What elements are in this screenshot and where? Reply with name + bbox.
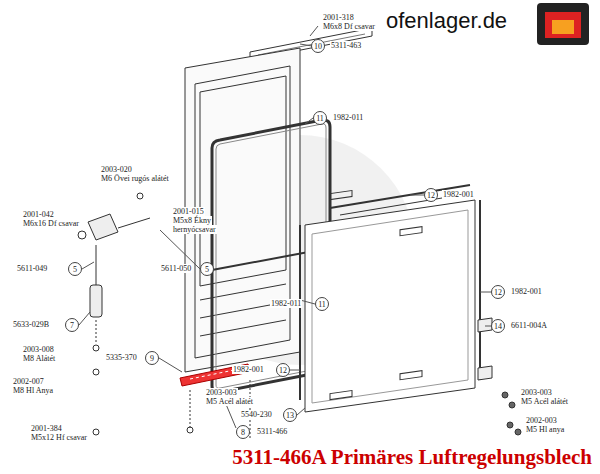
part-label: 2003-003 [205, 388, 238, 397]
part-label: M5 Hl anya [525, 425, 565, 434]
part-label: 2003-008 [22, 345, 55, 354]
part-label: 1982-001 [442, 190, 475, 199]
part-label: 5611-049 [16, 264, 48, 273]
part-label: 2001-318 [322, 13, 355, 22]
part-label: 1982-011 [332, 113, 364, 122]
callout-number: 14 [494, 322, 502, 331]
part-label: M5x8 Ékny [172, 216, 212, 225]
callout-number: 8 [241, 428, 245, 437]
callout-circle: 7 [65, 318, 79, 332]
part-label: hernyócsavar [172, 225, 217, 234]
callout-circle: 12 [491, 285, 505, 299]
logo-icon [537, 3, 589, 45]
callout-number: 5 [73, 265, 77, 274]
callout-circle: 5 [68, 262, 82, 276]
callout-number: 7 [70, 321, 74, 330]
callout-circle: 12 [276, 363, 290, 377]
part-label: 2001-042 [22, 210, 55, 219]
part-label: 5611-050 [160, 264, 192, 273]
part-label: 2001-384 [30, 424, 63, 433]
callout-number: 13 [286, 411, 294, 420]
callout-number: 12 [279, 366, 287, 375]
part-label: M6x8 Df csavar [322, 22, 376, 31]
part-label: M6x16 Df csavar [22, 219, 80, 228]
callout-number: 5 [205, 265, 209, 274]
callout-number: 12 [427, 191, 435, 200]
callout-circle: 8 [236, 425, 250, 439]
callout-circle: 14 [491, 319, 505, 333]
part-label: M5x12 Hf csavar [30, 433, 88, 442]
callout-number: 9 [150, 354, 154, 363]
callout-circle: 11 [315, 297, 329, 311]
part-label: 5335-370 [105, 353, 138, 362]
callout-number: 11 [318, 300, 326, 309]
part-label: 1982-001 [232, 365, 265, 374]
part-label: 5540-230 [240, 410, 273, 419]
callout-number: 10 [314, 42, 322, 51]
callout-circle: 13 [283, 408, 297, 422]
logo-text: ofenlager.de [385, 8, 508, 34]
part-label: 6611-004A [510, 321, 548, 330]
part-label: 1982-001 [510, 287, 543, 296]
part-label: 1982-011 [270, 299, 302, 308]
part-label: M6 Övei rugós alátét [100, 174, 170, 183]
caption: 5311-466A Primäres Luftregelungsblech [232, 445, 592, 469]
part-label: 5633-029B [12, 320, 50, 329]
part-label: 5311-466 [256, 427, 288, 436]
part-label: M5 Acél alátét [205, 397, 254, 406]
part-label: 2001-015 [172, 207, 205, 216]
part-label: 2002-003 [525, 416, 558, 425]
callout-number: 12 [494, 288, 502, 297]
part-label: 2003-003 [520, 388, 553, 397]
callout-circle: 9 [145, 351, 159, 365]
part-label: M5 Acél alátét [520, 397, 569, 406]
part-label: M8 Hl Anya [12, 386, 54, 395]
part-label: M8 Alátét [22, 354, 56, 363]
callout-number: 11 [316, 114, 324, 123]
callout-circle: 12 [424, 188, 438, 202]
callout-circle: 5 [200, 262, 214, 276]
part-label: 2002-007 [12, 377, 45, 386]
callout-circle: 11 [313, 111, 327, 125]
callout-circle: 10 [311, 39, 325, 53]
part-label: 5311-463 [330, 41, 362, 50]
part-label: 2003-020 [100, 165, 133, 174]
